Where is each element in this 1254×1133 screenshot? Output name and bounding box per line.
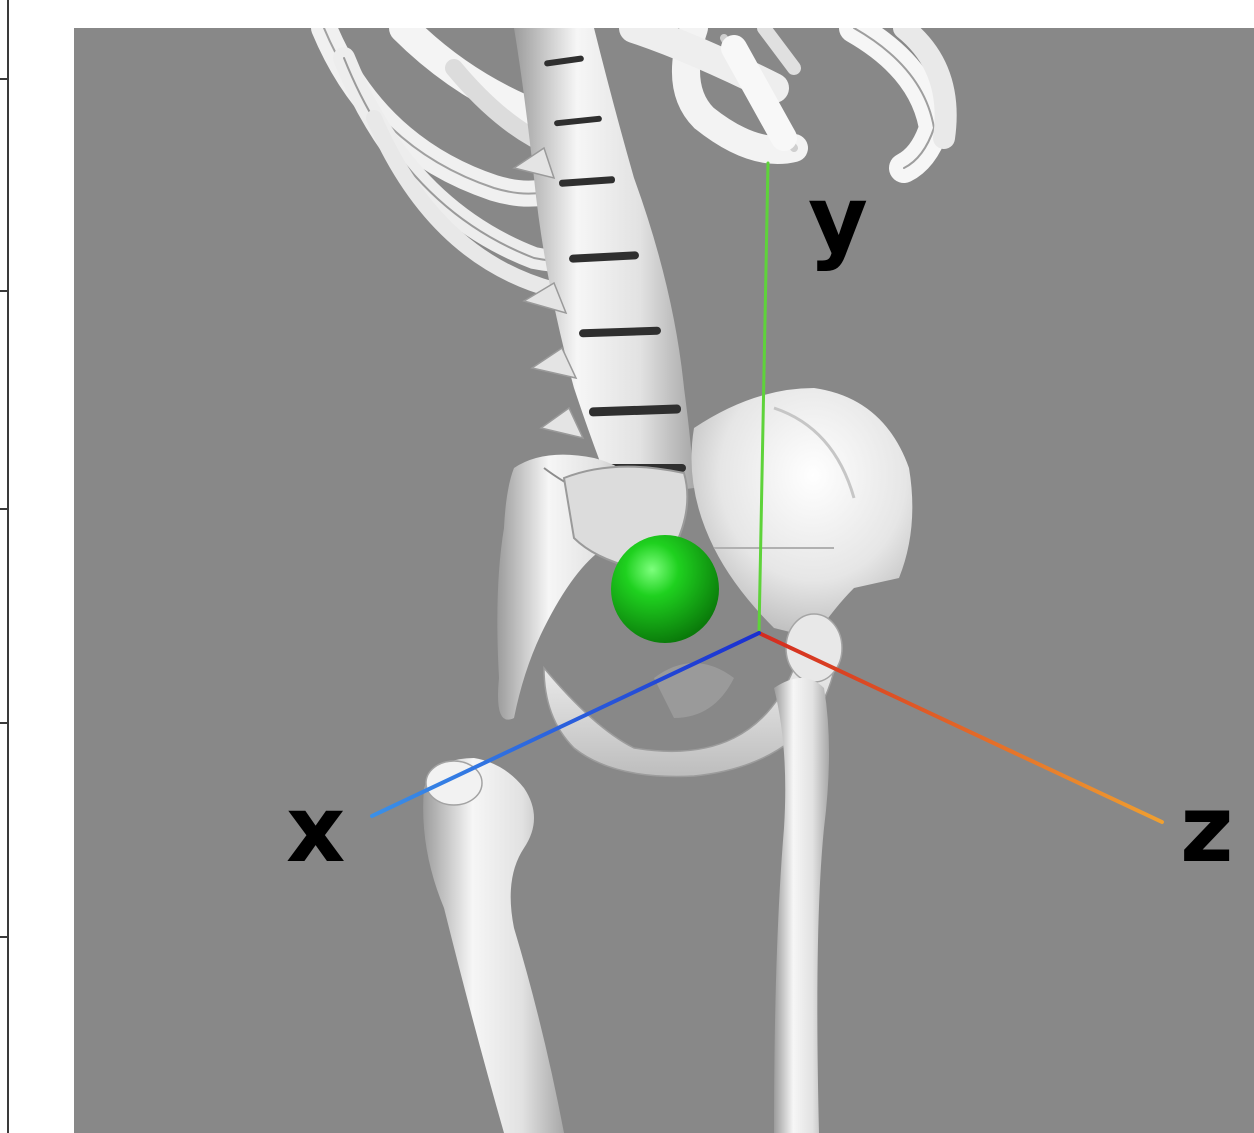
- x-axis-label: x: [286, 784, 345, 876]
- ruler-line: [7, 0, 9, 1133]
- 3d-viewport[interactable]: y x z: [74, 28, 1254, 1133]
- ruler-tick: [0, 508, 9, 510]
- ruler-tick: [0, 290, 9, 292]
- center-of-mass-sphere: [611, 535, 719, 643]
- ruler-tick: [0, 78, 9, 80]
- y-axis-label: y: [808, 174, 868, 266]
- left-ruler: [0, 0, 10, 1133]
- ruler-tick: [0, 936, 9, 938]
- x-axis-line: [372, 633, 759, 816]
- ruler-tick: [0, 722, 9, 724]
- z-axis-label: z: [1180, 784, 1234, 876]
- skeleton-scene: [74, 28, 1254, 1133]
